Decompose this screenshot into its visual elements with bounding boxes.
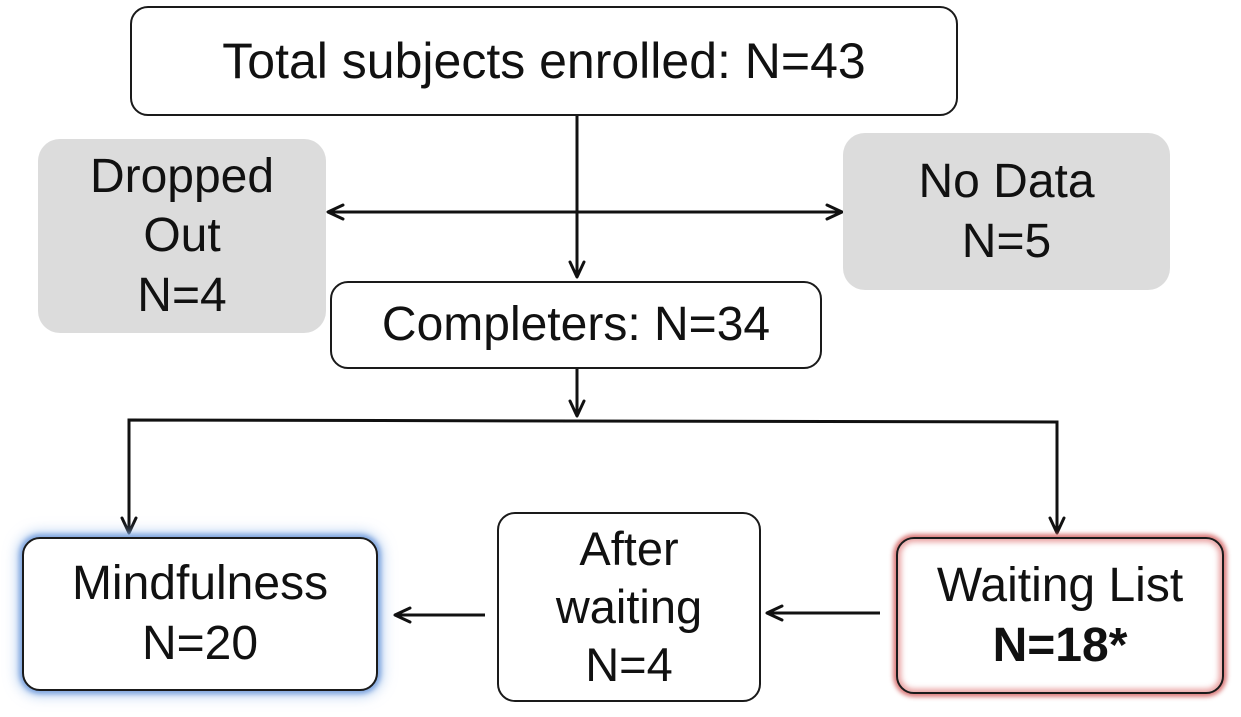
completers-box: Completers: N=34	[330, 281, 822, 369]
dropped-out-box: Dropped Out N=4	[38, 139, 326, 333]
after-waiting-line-2: waiting	[555, 579, 703, 633]
mindfulness-count: N=20	[141, 617, 259, 670]
after-waiting-box: After waiting N=4	[497, 512, 761, 702]
after-waiting-count: N=4	[585, 638, 673, 692]
branch-line	[120, 418, 1066, 535]
completers-label: Completers: N=34	[381, 298, 771, 352]
waiting-list-label: Waiting List	[936, 558, 1184, 612]
total-enrolled-box: Total subjects enrolled: N=43	[130, 6, 958, 116]
no-data-count: N=5	[961, 214, 1052, 268]
waiting-list-count: N=18*	[992, 618, 1128, 672]
after-waiting-line-1: After	[579, 521, 679, 575]
dropped-out-count: N=4	[137, 268, 227, 322]
no-data-label: No Data	[918, 154, 1095, 208]
dropped-out-line-1: Dropped	[89, 149, 275, 203]
mindfulness-box: Mindfulness N=20	[22, 537, 378, 691]
waiting-list-box: Waiting List N=18*	[896, 537, 1224, 694]
mindfulness-label: Mindfulness	[71, 557, 329, 611]
no-data-box: No Data N=5	[843, 133, 1170, 290]
total-enrolled-label: Total subjects enrolled: N=43	[222, 33, 866, 89]
dropped-out-line-2: Out	[143, 209, 221, 263]
